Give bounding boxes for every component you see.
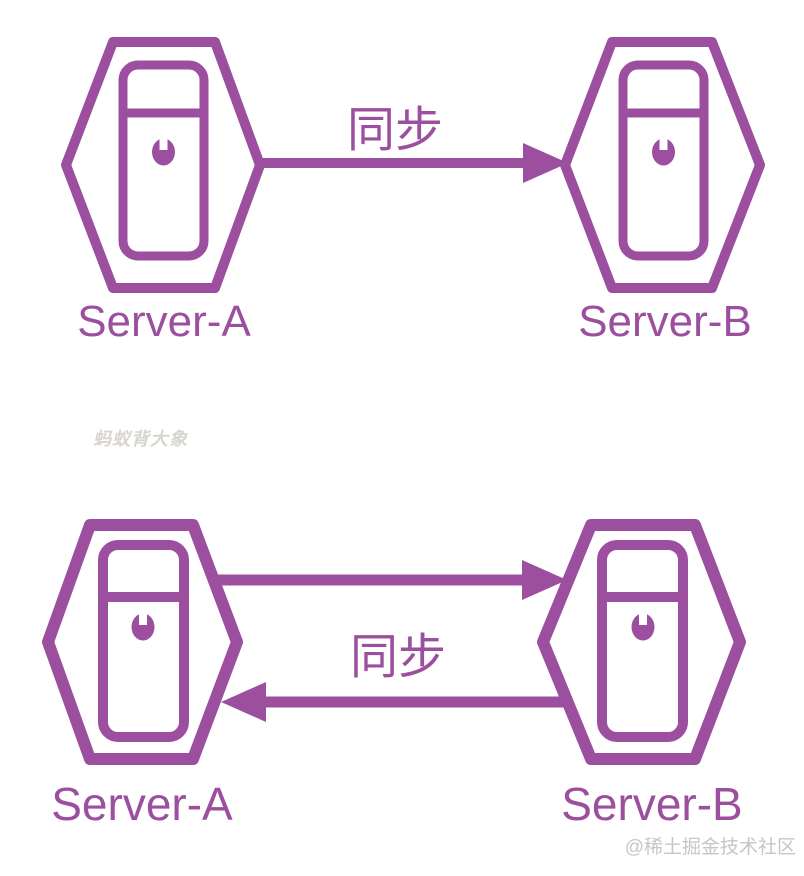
server-a-hexagon-icon-2 <box>42 519 243 765</box>
community-credit-text: @稀土掘金技术社区 <box>624 837 796 858</box>
sync-arrow-label-2: 同步 <box>349 631 446 684</box>
power-button-notch <box>139 612 147 625</box>
hexagon-outline <box>560 37 765 293</box>
server-b-hexagon-icon-2 <box>537 519 746 765</box>
arrow-head-right-icon <box>523 143 568 183</box>
server-tower <box>98 540 189 742</box>
server-tower <box>118 60 209 261</box>
power-button-icon <box>131 613 155 641</box>
server-a-hexagon-icon <box>61 37 265 293</box>
server-b-label-2: Server-B <box>561 778 743 830</box>
server-a-label-2: Server-A <box>51 778 233 830</box>
power-button-icon <box>652 138 675 166</box>
two-way-sync-arrows <box>218 560 568 722</box>
power-button-icon <box>152 138 175 166</box>
power-button-notch <box>159 137 168 150</box>
server-a-label: Server-A <box>77 297 251 346</box>
server-tower <box>618 60 709 261</box>
power-button-notch <box>659 137 668 150</box>
hexagon-outline <box>42 519 243 765</box>
power-button-notch <box>639 612 647 625</box>
server-b-label: Server-B <box>578 297 752 346</box>
power-button-icon <box>631 613 655 641</box>
server-b-hexagon-icon <box>560 37 765 293</box>
sync-arrow-label: 同步 <box>346 104 443 157</box>
arrow-head-left-icon <box>221 682 266 722</box>
hexagon-outline <box>537 519 746 765</box>
watermark-text: 蚂蚁背大象 <box>93 429 188 449</box>
arrow-head-right-icon <box>522 560 567 600</box>
one-way-sync-arrow <box>260 143 568 183</box>
server-tower <box>597 540 688 742</box>
